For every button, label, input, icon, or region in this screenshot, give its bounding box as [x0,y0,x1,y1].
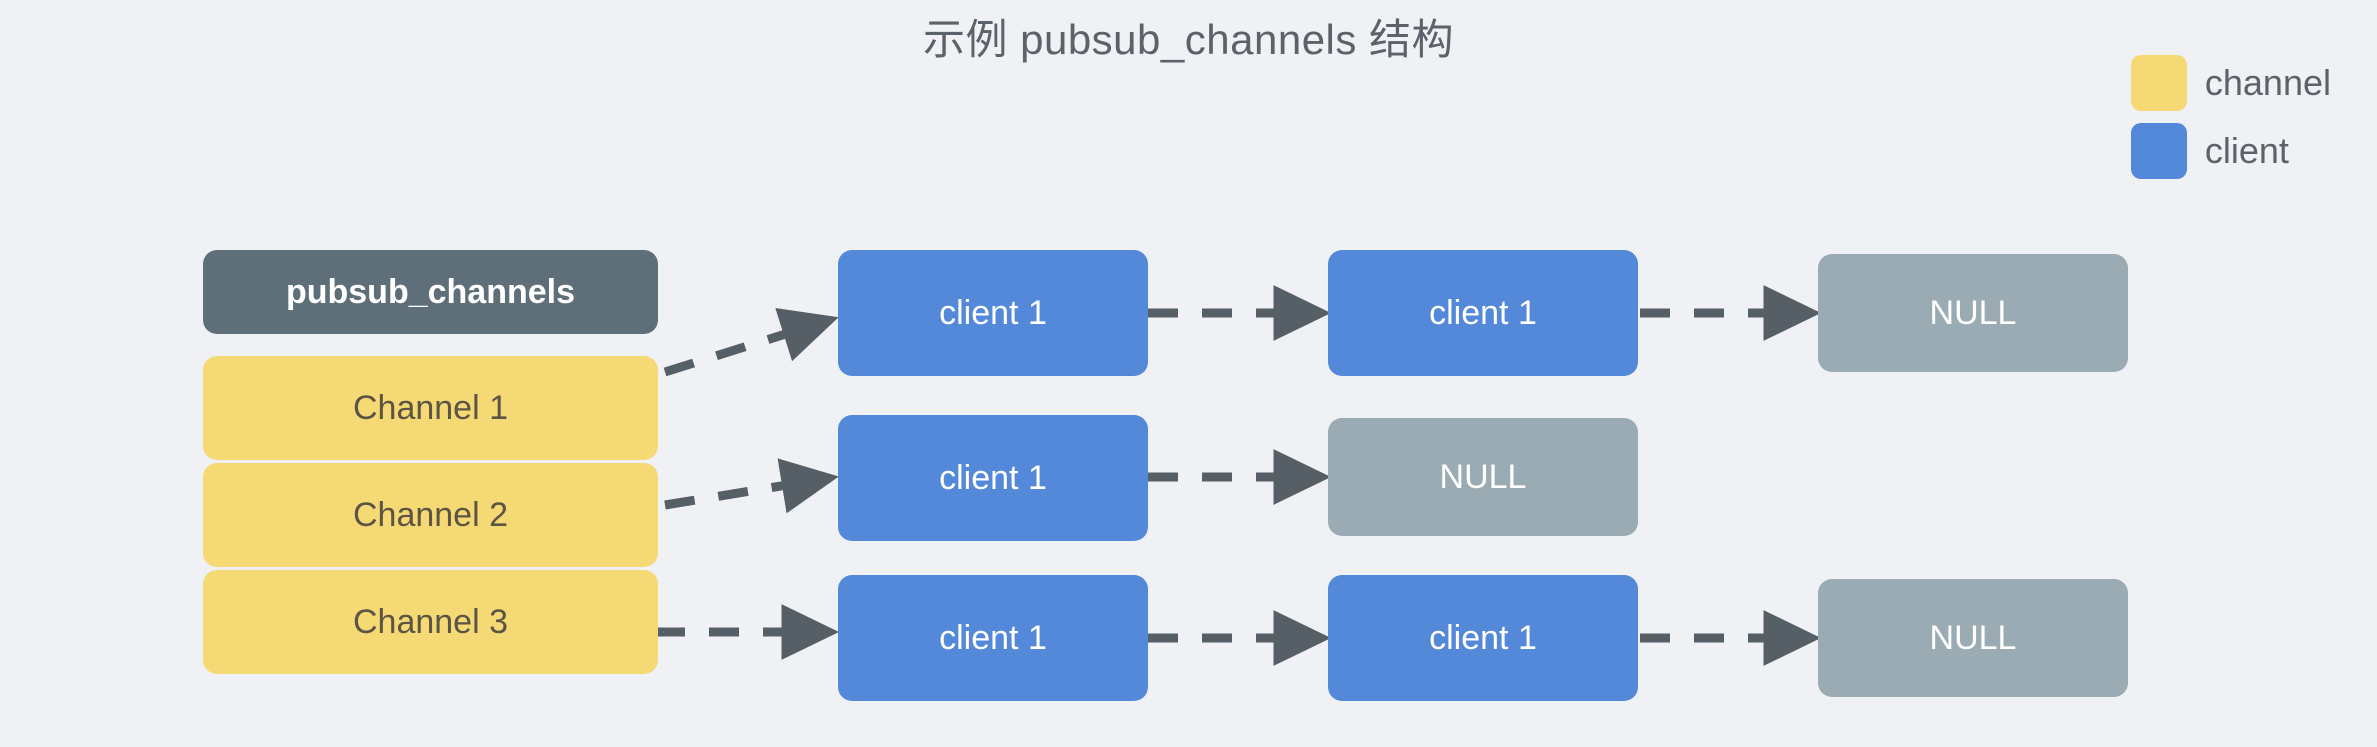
chain3-node3-null[interactable]: NULL [1818,579,2128,697]
pubsub-channels-header-label: pubsub_channels [285,272,576,311]
chain2-node1-client[interactable]: client 1 [838,415,1148,541]
chain3-node2-label: client 1 [1429,618,1537,657]
chain2-node2-null[interactable]: NULL [1328,418,1638,536]
channel-box-1[interactable]: Channel 1 [203,356,658,460]
pubsub-channels-header[interactable]: pubsub_channels [203,250,658,334]
edge-channel2-to-client [664,458,839,514]
legend: channel client [2130,55,2331,179]
chain3-node3-label: NULL [1929,618,2017,657]
channel-box-3[interactable]: Channel 3 [203,570,658,674]
legend-label-client: client [2204,130,2289,171]
channel-box-3-label: Channel 3 [352,602,508,641]
edge-channel1-to-client [663,307,839,377]
chain1-node1-label: client 1 [939,293,1047,332]
channel-box-2[interactable]: Channel 2 [203,463,658,567]
chain2-node1-label: client 1 [939,458,1047,497]
legend-item-client: client [2130,123,2331,179]
channel-swatch-icon [2130,55,2187,111]
chain1-node2-client[interactable]: client 1 [1328,250,1638,376]
chain1-node1-client[interactable]: client 1 [838,250,1148,376]
chain3-node1-label: client 1 [939,618,1047,657]
chain1-node3-label: NULL [1929,293,2017,332]
client-swatch-icon [2130,123,2187,179]
chain2-node2-label: NULL [1439,457,1527,496]
page-title: 示例 pubsub_channels 结构 [922,16,1455,63]
channel-box-2-label: Channel 2 [352,495,508,534]
legend-item-channel: channel [2130,55,2331,111]
channel-box-1-label: Channel 1 [352,388,508,427]
chain1-node3-null[interactable]: NULL [1818,254,2128,372]
legend-label-channel: channel [2204,62,2331,103]
chain3-node2-client[interactable]: client 1 [1328,575,1638,701]
chain1-node2-label: client 1 [1429,293,1537,332]
chain3-node1-client[interactable]: client 1 [838,575,1148,701]
